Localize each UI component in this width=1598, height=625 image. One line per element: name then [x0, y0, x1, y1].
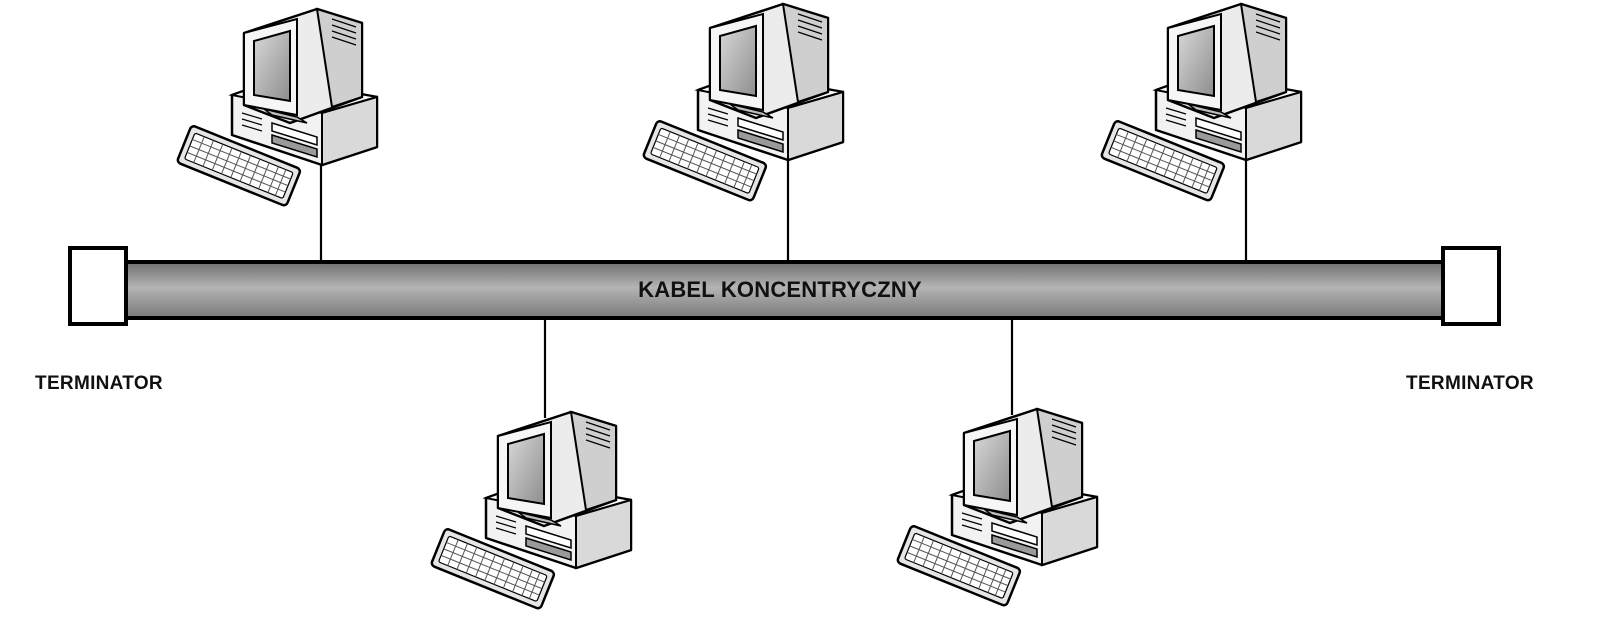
computer-icon	[895, 407, 1099, 608]
computer-icon	[641, 2, 845, 203]
terminator-left-label: TERMINATOR	[35, 373, 163, 394]
coaxial-cable: KABEL KONCENTRYCZNY	[122, 260, 1446, 320]
computer-icon	[429, 410, 633, 611]
drop-cables	[319, 160, 1248, 418]
cable-label: KABEL KONCENTRYCZNY	[638, 277, 922, 302]
computer-icon	[175, 7, 379, 208]
computer-icon	[1099, 2, 1303, 203]
terminator-left	[68, 246, 128, 326]
terminator-right	[1441, 246, 1501, 326]
terminator-right-label: TERMINATOR	[1406, 373, 1534, 394]
